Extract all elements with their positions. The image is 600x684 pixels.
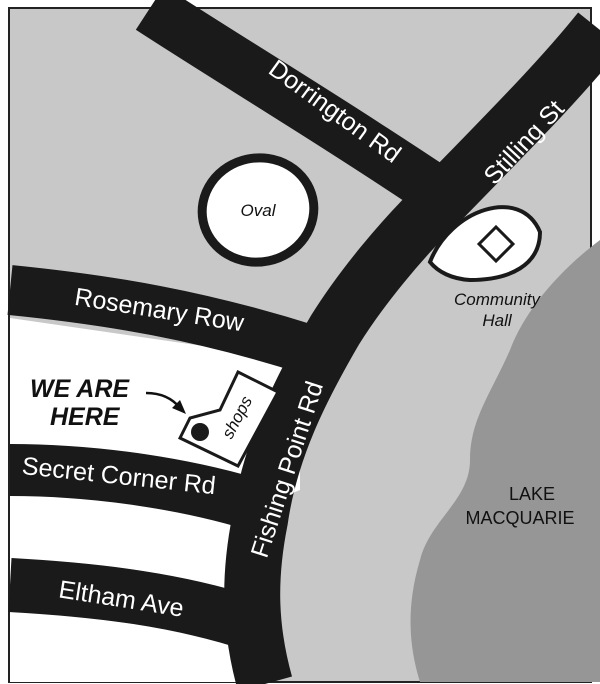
we-are-here-line2: HERE: [50, 403, 121, 431]
label-lake-line2: MACQUARIE: [465, 508, 574, 528]
lake-macquarie: [410, 240, 600, 682]
location-dot-icon: [191, 423, 209, 441]
road-fishing-point-stilling: [224, 12, 600, 684]
road-network: [7, 0, 600, 684]
road-eltham: [8, 558, 264, 651]
label-hall: Hall: [482, 311, 513, 330]
road-dorrington: [135, 0, 457, 217]
road-secret-corner: [9, 444, 263, 530]
label-lake-line1: LAKE: [509, 484, 555, 504]
we-are-here-line1: WE ARE: [30, 375, 130, 403]
shops-building: shops: [177, 369, 281, 468]
road-rosemary: [7, 265, 318, 374]
diamond-icon: [476, 224, 516, 264]
pointer-arrow-icon: [145, 391, 186, 414]
label-community: Community: [454, 290, 541, 309]
shops-outline: [177, 369, 281, 468]
oval-field: [197, 153, 319, 267]
label-oval: Oval: [241, 201, 277, 220]
